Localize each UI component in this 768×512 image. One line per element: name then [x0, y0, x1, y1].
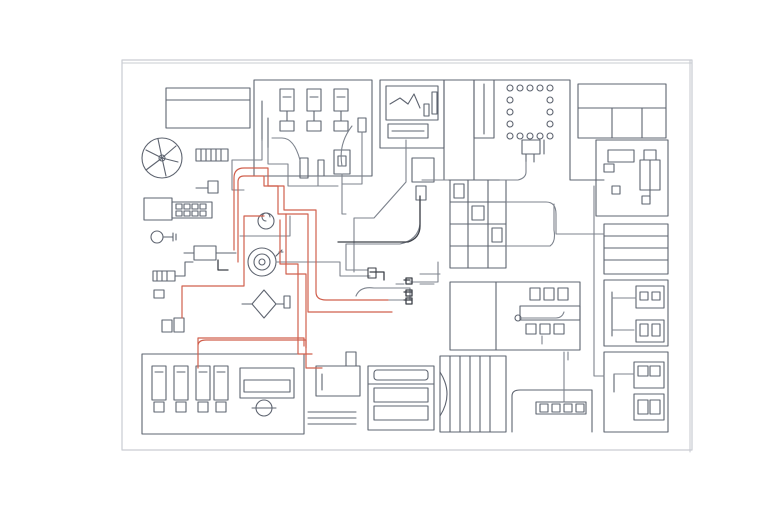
left-panel [141, 87, 251, 333]
drive-panel-upper [603, 279, 669, 347]
pressure-switch-icon [283, 295, 291, 309]
control-panel-top [379, 79, 445, 201]
wiring-grey [231, 125, 637, 403]
sheet-frame [121, 59, 693, 453]
gauge-icon [257, 212, 275, 230]
plug-icon [150, 230, 177, 244]
plc-module [449, 281, 581, 351]
table-box [577, 83, 667, 139]
breaker-row [279, 88, 349, 132]
fuse-icon [153, 289, 165, 299]
contactor-icon [333, 149, 351, 175]
diamond-valve-icon [241, 289, 285, 319]
fan-icon [141, 137, 183, 179]
terminal-grid [449, 179, 507, 269]
vertical-module [443, 79, 495, 181]
sensor-icon [299, 157, 309, 179]
small-breaker-icon [161, 317, 185, 333]
relay-icon [152, 261, 194, 282]
wiring-red [181, 167, 393, 369]
small-connector-icon [195, 180, 219, 194]
transformer-icon [315, 351, 361, 397]
switch-cabinet [367, 365, 435, 431]
breaker-bay-bottom [141, 353, 305, 435]
meter-cabinet [511, 389, 593, 433]
drive-panel-lower [603, 351, 669, 433]
pin-header-panel [471, 79, 605, 181]
relay-panel [595, 139, 669, 217]
busbar-icon [307, 411, 357, 425]
coil-icon [195, 148, 229, 162]
louver-cabinet [439, 355, 507, 433]
cable-tray-right [603, 223, 669, 275]
nameplate-box [165, 87, 251, 129]
connector-icon [357, 117, 367, 133]
component-bay-top [253, 79, 373, 179]
cylinder-icon [183, 245, 237, 261]
wiring-dark [217, 195, 421, 305]
terminal-block-icon [143, 197, 213, 221]
